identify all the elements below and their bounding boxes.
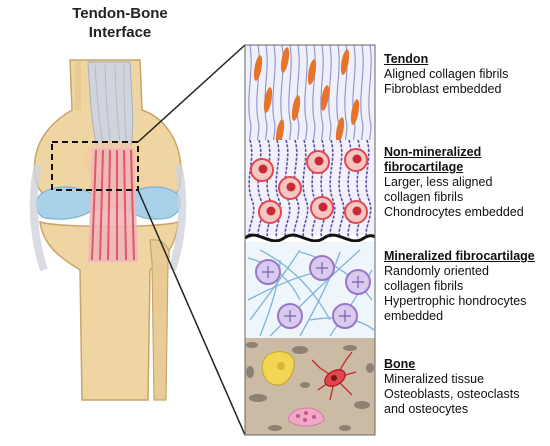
title-line-1: Tendon-Bone (72, 5, 168, 22)
nonmineralized-desc-3: Chondrocytes embedded (384, 205, 524, 219)
fibroblast (340, 49, 350, 75)
osteoclast (287, 407, 325, 427)
bone-desc-2: Osteoblasts, osteoclasts (384, 387, 520, 401)
nonmineralized-heading-1: Non-mineralized (384, 145, 482, 159)
collagen-fibril (302, 139, 309, 239)
legend-tendon: Tendon Aligned collagen fibrils Fibrobla… (384, 52, 508, 97)
zoom-panel-border (244, 44, 376, 436)
chondrocyte-nucleus (352, 154, 362, 164)
collagen-fibril (259, 259, 281, 337)
chondrocyte-nucleus (352, 206, 362, 216)
bone-pore (268, 425, 282, 431)
collagen-fibril (288, 45, 292, 146)
tendon-heading: Tendon (384, 52, 429, 66)
cell-division (284, 310, 296, 322)
fibroblast (291, 95, 301, 121)
collagen-fibril (368, 45, 372, 146)
collagen-fibril (299, 251, 373, 301)
mineralized-desc-1: Randomly oriented (384, 264, 489, 278)
collagen-fibril (275, 139, 282, 239)
fibula (149, 239, 170, 401)
collagen-fibril (249, 249, 301, 321)
title-line-2: Interface (88, 24, 152, 41)
bone-pore (343, 345, 357, 351)
nonmineralized-desc-2: collagen fibrils (384, 190, 464, 204)
nonmineralized-desc-1: Larger, less aligned (384, 175, 493, 189)
fibroblast (280, 47, 290, 73)
chondrocyte-nucleus (314, 156, 324, 166)
fibroblast (253, 55, 263, 81)
zoom-panel (245, 45, 375, 435)
collagen-fibril (248, 45, 252, 146)
fibroblast (263, 87, 273, 113)
collagen-fibril (272, 45, 276, 146)
bone-pore (249, 394, 267, 402)
collagen-fibril (259, 249, 331, 321)
legend-bone: Bone Mineralized tissue Osteoblasts, ost… (384, 357, 519, 417)
mineralized-heading: Mineralized fibrocartilage (384, 249, 535, 263)
collagen-fibril (293, 139, 300, 239)
chondrocyte-nucleus (286, 182, 296, 192)
fibroblast (275, 119, 285, 145)
legend-mineralized: Mineralized fibrocartilage Randomly orie… (384, 249, 535, 324)
collagen-fibril (329, 139, 336, 239)
collagen-fibril (266, 139, 273, 239)
mineralized-desc-4: embedded (384, 309, 444, 323)
collagen-fibril (304, 45, 308, 146)
collagen-fibril (264, 45, 268, 146)
collagen-fibril (296, 45, 300, 146)
collagen-fibril (284, 139, 291, 239)
fibroblast (335, 117, 345, 143)
tendon-desc-2: Fibroblast embedded (384, 82, 502, 96)
bone-pore (354, 401, 370, 409)
bone-desc-3: and osteocytes (384, 402, 469, 416)
collagen-fibril (328, 45, 332, 146)
bone-pore (366, 363, 374, 373)
bone-pore (292, 346, 308, 354)
focus-box (51, 141, 139, 191)
bone-heading: Bone (384, 357, 416, 371)
collagen-fibril (365, 139, 372, 239)
osteocyte (311, 351, 357, 401)
collagen-fibril (257, 139, 264, 239)
tidemark (245, 233, 375, 243)
mineralized-desc-3: Hypertrophic hondrocytes (384, 294, 527, 308)
tendon-layer (245, 45, 375, 145)
fibroblast (307, 59, 317, 85)
bone-pore (246, 342, 258, 348)
figure-title: Tendon-Bone Interface (0, 4, 240, 42)
cell-division (262, 266, 274, 278)
fibroblast (320, 85, 330, 111)
knee-illustration (29, 44, 246, 436)
collagen-fibril (347, 139, 354, 239)
fibroblast (350, 99, 360, 125)
chondrocyte-nucleus (258, 164, 268, 174)
collagen-fibril (360, 45, 364, 146)
cell-division (316, 262, 328, 274)
collagen-fibril (338, 139, 345, 239)
collagen-fibril (248, 139, 255, 239)
chondrocyte-nucleus (266, 206, 276, 216)
cell-division (339, 310, 351, 322)
tendon-desc-1: Aligned collagen fibrils (384, 67, 509, 81)
mineralized-desc-2: collagen fibrils (384, 279, 464, 293)
bone-pore (246, 366, 254, 378)
bone-pore (300, 382, 310, 388)
bone-desc-1: Mineralized tissue (384, 372, 485, 386)
cell-division (352, 276, 364, 288)
legend-nonmineralized: Non-mineralized fibrocartilage Larger, l… (384, 145, 524, 220)
chondrocyte-nucleus (318, 202, 328, 212)
collagen-fibril (320, 45, 324, 146)
collagen-fibril (299, 251, 341, 337)
collagen-fibril (356, 139, 363, 239)
collagen-fibril (329, 269, 373, 337)
nonmineralized-heading-2: fibrocartilage (384, 160, 464, 174)
bone-pore (339, 425, 351, 431)
